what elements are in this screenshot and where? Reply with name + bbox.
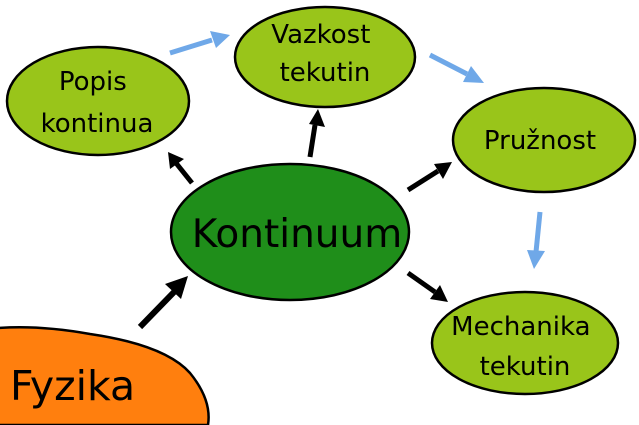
pruznost-label: Pružnost bbox=[484, 126, 596, 156]
arrow-center-to-mechanika bbox=[406, 270, 437, 295]
arrowhead-vazkost-to-pruznost bbox=[463, 66, 484, 83]
mechanika-ellipse bbox=[430, 290, 620, 396]
popis-ellipse bbox=[5, 45, 191, 157]
node-fyzika: Fyzika bbox=[0, 326, 210, 425]
fyzika-shape bbox=[0, 326, 210, 425]
arrow-center-to-vazkost bbox=[307, 124, 318, 158]
popis-line-1: Popis bbox=[59, 67, 127, 97]
arrowhead-popis-to-vazkost bbox=[210, 31, 230, 48]
pruznost-ellipse bbox=[451, 86, 637, 194]
kontinuum-ellipse bbox=[169, 162, 411, 302]
pruznost-line-1: Pružnost bbox=[484, 126, 596, 156]
vazkost-label: Vazkost tekutin bbox=[271, 20, 378, 88]
arrow-vazkost-to-pruznost bbox=[428, 52, 469, 77]
vazkost-ellipse bbox=[233, 5, 417, 109]
node-popis-kontinua: Popis kontinua bbox=[5, 45, 191, 157]
node-kontinuum: Kontinuum bbox=[169, 162, 411, 302]
node-pruznost: Pružnost bbox=[451, 86, 637, 194]
arrow-center-to-popis bbox=[174, 161, 194, 185]
mechanika-label: Mechanika tekutin bbox=[451, 312, 599, 382]
arrowhead-center-to-pruznost bbox=[434, 162, 452, 179]
fyzika-label: Fyzika bbox=[10, 362, 135, 410]
mechanika-line-2: tekutin bbox=[480, 352, 571, 382]
arrowhead-center-to-mechanika bbox=[430, 285, 448, 302]
vazkost-line-2: tekutin bbox=[280, 58, 371, 88]
arrow-pruznost-to-mechanika bbox=[533, 211, 543, 253]
arrowhead-pruznost-to-mechanika bbox=[527, 250, 545, 269]
arrowhead-center-to-popis bbox=[168, 152, 184, 169]
arrowhead-center-to-vazkost bbox=[309, 109, 325, 127]
arrowhead-root-to-center bbox=[165, 276, 188, 299]
arrow-popis-to-vazkost bbox=[169, 37, 213, 56]
vazkost-line-1: Vazkost bbox=[271, 20, 370, 50]
mechanika-line-1: Mechanika bbox=[451, 312, 590, 342]
popis-label: Popis kontinua bbox=[41, 67, 154, 139]
edges bbox=[137, 31, 545, 330]
arrow-center-to-pruznost bbox=[406, 168, 440, 193]
arrow-root-to-center bbox=[137, 287, 179, 330]
node-vazkost-tekutin: Vazkost tekutin bbox=[233, 5, 417, 109]
kontinuum-label: Kontinuum bbox=[192, 212, 402, 257]
popis-line-2: kontinua bbox=[41, 109, 154, 139]
node-mechanika-tekutin: Mechanika tekutin bbox=[430, 290, 620, 396]
